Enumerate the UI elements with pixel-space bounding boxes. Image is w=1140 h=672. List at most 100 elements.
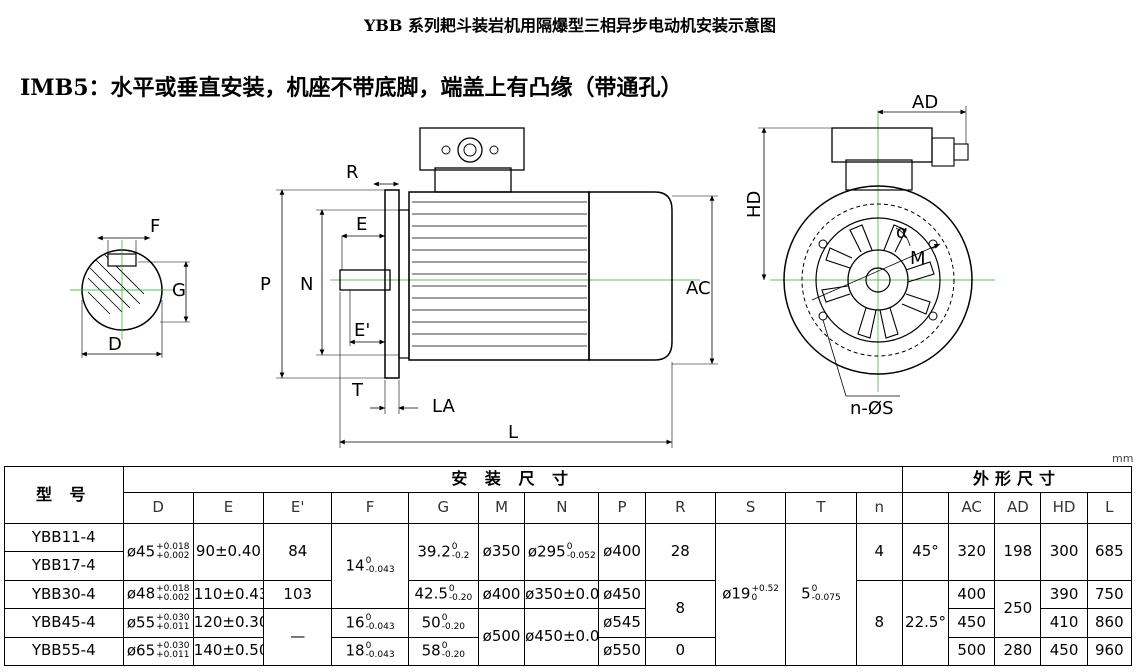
dim-label-la: LA: [432, 396, 455, 417]
dim-label-m: M: [910, 248, 926, 269]
cable-gland: [457, 137, 483, 163]
l-cell: 685: [1086, 522, 1133, 581]
e-prime-cell: 84: [263, 522, 333, 581]
dim-label-n: N: [300, 274, 313, 295]
table-row: YBB17-4: [4, 551, 1132, 581]
end-view-ribs: [821, 224, 935, 339]
angle-cell: 22.5°: [901, 579, 950, 667]
col-header-hd: HD: [1040, 492, 1088, 524]
col-header-n: N: [524, 492, 600, 524]
outline-header: 外形尺寸: [901, 465, 1133, 494]
col-header-p: P: [598, 492, 646, 524]
l-cell: 860: [1086, 608, 1133, 638]
dim-label-d: D: [108, 334, 122, 355]
d-cell: ø55+0.030+0.011: [122, 608, 194, 638]
end-view-flange-pcd: [801, 203, 955, 357]
d-cell: ø45+0.018+0.002: [122, 522, 194, 581]
end-view-terminal-base: [845, 159, 913, 191]
end-view-shaft: [865, 267, 891, 293]
col-header-s: S: [714, 492, 787, 524]
model-cell: YBB30-4: [4, 579, 124, 610]
d-cell: ø65+0.030+0.011: [122, 636, 194, 667]
col-header-t: T: [785, 492, 857, 524]
cooling-fins: [412, 201, 587, 347]
model-cell: YBB11-4: [4, 522, 124, 553]
p-cell: ø550: [598, 636, 646, 667]
p-cell: ø450: [598, 579, 646, 610]
col-header-e-prime: E': [263, 492, 333, 524]
dim-label-r: R: [346, 162, 359, 183]
l-cell: 960: [1086, 636, 1133, 667]
col-header-e: E: [192, 492, 265, 524]
model-header: 型 号: [4, 466, 124, 524]
ac-cell: 500: [948, 636, 996, 667]
page-title: YBB 系列耙斗装岩机用隔爆型三相异步电动机安装示意图: [363, 16, 777, 35]
m-cell: ø350: [477, 522, 526, 581]
n-cell: ø450±0.020: [524, 608, 600, 666]
dim-label-ad: AD: [912, 92, 938, 113]
e-prime-cell: 103: [263, 579, 333, 610]
d-cell: ø48+0.018+0.002: [122, 579, 194, 610]
col-header-l: L: [1086, 492, 1133, 524]
r-cell: 8: [644, 579, 716, 638]
col-header-f: F: [331, 492, 409, 524]
install-header: 安 装 尺 寸: [122, 465, 903, 494]
l-cell: 750: [1086, 579, 1133, 610]
hd-cell: 450: [1040, 636, 1088, 667]
terminal-box: [419, 127, 525, 171]
dim-label-t: T: [351, 380, 364, 401]
hd-cell: 410: [1040, 608, 1088, 638]
m-cell: ø400: [477, 579, 526, 610]
ac-cell: 450: [948, 608, 996, 638]
col-header-g: G: [407, 492, 479, 524]
terminal-box-base: [434, 167, 512, 193]
col-header-m: M: [477, 492, 526, 524]
ad-cell: 280: [994, 636, 1042, 667]
mounting-subtitle: IMB5：水平或垂直安装，机座不带底脚，端盖上有凸缘（带通孔）: [20, 75, 683, 101]
col-header-d: D: [122, 492, 194, 524]
model-cell: YBB55-4: [4, 636, 124, 667]
table-row: YBB30-4 ø48+0.018+0.002 110±0.43 103 42.…: [4, 579, 1133, 667]
col-header-ac: AC: [948, 492, 996, 524]
count-n-cell: 8: [855, 579, 903, 667]
flange-spigot: [398, 209, 410, 359]
r-cell: 0: [644, 636, 716, 667]
r-cell: 28: [644, 522, 716, 581]
model-cell: YBB17-4: [4, 551, 124, 581]
e-cell: 140±0.50: [192, 636, 265, 667]
end-view-frame: [783, 185, 973, 375]
p-cell: ø545: [598, 608, 646, 638]
dim-label-e: E: [356, 214, 367, 235]
dimension-table: 型 号 安 装 尺 寸 外形尺寸 D E E' F G M N P R S T …: [4, 465, 1133, 667]
col-header-count-n: n: [855, 492, 903, 524]
end-view-hub: [847, 249, 909, 311]
p-cell: ø400: [598, 522, 646, 581]
dim-label-e-prime: E': [354, 320, 370, 341]
installation-drawing: F G D: [70, 92, 995, 448]
motor-side-view: [276, 127, 718, 448]
ac-cell: 320: [948, 522, 996, 581]
dim-label-f: F: [150, 216, 160, 237]
hd-cell: 300: [1040, 522, 1088, 581]
e-cell: 90±0.40: [192, 522, 265, 581]
dim-label-ns: n-ØS: [850, 398, 894, 419]
end-view-terminal-box: [831, 127, 933, 163]
ac-cell: 400: [948, 579, 996, 610]
dim-label-p: P: [260, 274, 271, 295]
col-header-angle: [901, 492, 950, 524]
model-cell: YBB45-4: [4, 608, 124, 638]
n-cell: ø350±0.018: [524, 579, 600, 610]
dim-label-l: L: [508, 422, 518, 443]
motor-end-view: [758, 106, 995, 397]
